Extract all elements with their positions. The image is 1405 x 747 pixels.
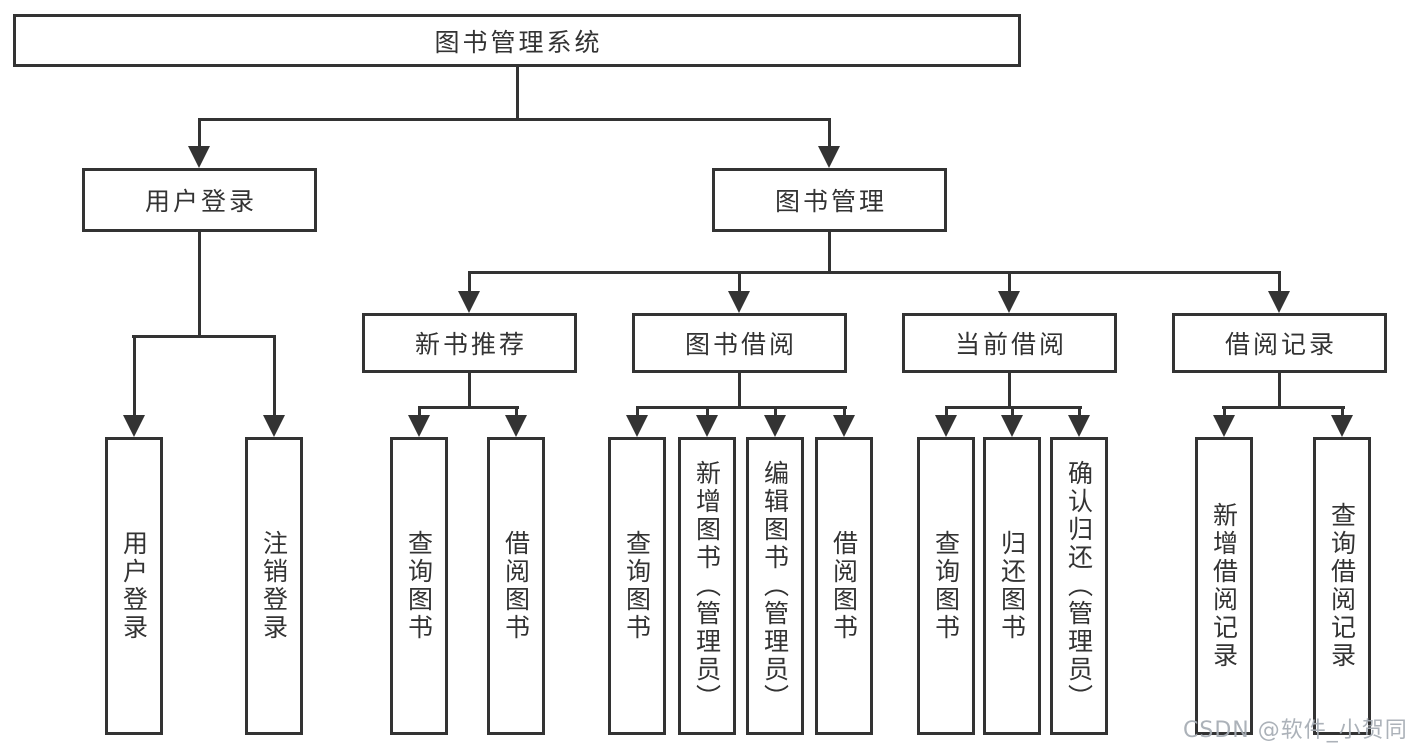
leaf-query-books-recommend: 查询图书 xyxy=(390,437,448,735)
arrow-down-icon xyxy=(1068,406,1090,437)
node-label: 借阅记录 xyxy=(1224,330,1337,359)
leaf-logout: 注销登录 xyxy=(245,437,303,735)
node-borrowing-records: 借阅记录 xyxy=(1172,313,1387,373)
leaf-label: 用户登录 xyxy=(119,530,149,642)
leaf-label: 归还图书 xyxy=(997,530,1027,642)
arrow-down-icon xyxy=(696,406,718,437)
arrow-down-icon xyxy=(998,271,1020,313)
node-label: 新书推荐 xyxy=(414,330,527,359)
leaf-borrow-books-borrowing: 借阅图书 xyxy=(815,437,873,735)
arrow-down-icon xyxy=(505,406,527,437)
node-user-login: 用户登录 xyxy=(82,168,317,232)
node-book-management: 图书管理 xyxy=(712,168,947,232)
connector-borrowing-stem xyxy=(738,373,741,406)
arrow-down-icon xyxy=(1001,406,1023,437)
arrow-down-icon xyxy=(818,118,840,168)
leaf-confirm-return-admin: 确认归还（管理员） xyxy=(1050,437,1108,735)
arrow-down-icon xyxy=(123,335,145,437)
node-label: 用户登录 xyxy=(144,187,257,216)
leaf-label: 查询图书 xyxy=(404,530,434,642)
connector-records-stem xyxy=(1278,373,1281,406)
node-current-borrowing: 当前借阅 xyxy=(902,313,1117,373)
leaf-label: 确认归还（管理员） xyxy=(1064,460,1094,712)
arrow-down-icon xyxy=(764,406,786,437)
node-library-management-system: 图书管理系统 xyxy=(13,14,1021,67)
arrow-down-icon xyxy=(1268,271,1290,313)
leaf-label: 新增借阅记录 xyxy=(1209,502,1239,670)
connector-current-bar xyxy=(945,406,1082,409)
node-label: 图书管理系统 xyxy=(434,27,603,57)
leaf-return-books: 归还图书 xyxy=(983,437,1041,735)
node-label: 当前借阅 xyxy=(954,330,1067,359)
connector-user-login-bar xyxy=(132,335,276,338)
arrow-down-icon xyxy=(1331,406,1353,437)
arrow-down-icon xyxy=(728,271,750,313)
node-book-borrowing: 图书借阅 xyxy=(632,313,847,373)
leaf-label: 新增图书（管理员） xyxy=(692,460,722,712)
node-label: 图书借阅 xyxy=(684,330,797,359)
connector-book-mgmt-stem xyxy=(828,232,831,271)
connector-root-bar xyxy=(198,118,831,121)
leaf-add-book-admin: 新增图书（管理员） xyxy=(678,437,736,735)
arrow-down-icon xyxy=(935,406,957,437)
leaf-edit-book-admin: 编辑图书（管理员） xyxy=(746,437,804,735)
arrow-down-icon xyxy=(263,335,285,437)
leaf-label: 查询借阅记录 xyxy=(1327,502,1357,670)
arrow-down-icon xyxy=(458,271,480,313)
leaf-user-login: 用户登录 xyxy=(105,437,163,735)
leaf-query-books-current: 查询图书 xyxy=(917,437,975,735)
connector-current-stem xyxy=(1008,373,1011,406)
connector-book-mgmt-bar xyxy=(468,271,1281,274)
connector-borrowing-bar xyxy=(636,406,847,409)
arrow-down-icon xyxy=(833,406,855,437)
connector-root-stem xyxy=(516,67,519,118)
leaf-label: 查询图书 xyxy=(931,530,961,642)
leaf-label: 注销登录 xyxy=(259,530,289,642)
leaf-add-borrow-record: 新增借阅记录 xyxy=(1195,437,1253,735)
leaf-label: 查询图书 xyxy=(622,530,652,642)
leaf-label: 借阅图书 xyxy=(829,530,859,642)
leaf-query-books-borrowing: 查询图书 xyxy=(608,437,666,735)
arrow-down-icon xyxy=(408,406,430,437)
connector-recommendation-stem xyxy=(468,373,471,406)
connector-records-bar xyxy=(1222,406,1345,409)
arrow-down-icon xyxy=(626,406,648,437)
leaf-query-borrow-record: 查询借阅记录 xyxy=(1313,437,1371,735)
connector-recommendation-bar xyxy=(418,406,519,409)
leaf-label: 借阅图书 xyxy=(501,530,531,642)
connector-user-login-stem xyxy=(198,232,201,335)
watermark-text: CSDN @软件_小贺同学 xyxy=(1183,718,1405,743)
leaf-borrow-books-recommend: 借阅图书 xyxy=(487,437,545,735)
arrow-down-icon xyxy=(188,118,210,168)
node-new-book-recommendation: 新书推荐 xyxy=(362,313,577,373)
node-label: 图书管理 xyxy=(774,187,887,216)
leaf-label: 编辑图书（管理员） xyxy=(760,460,790,712)
arrow-down-icon xyxy=(1213,406,1235,437)
